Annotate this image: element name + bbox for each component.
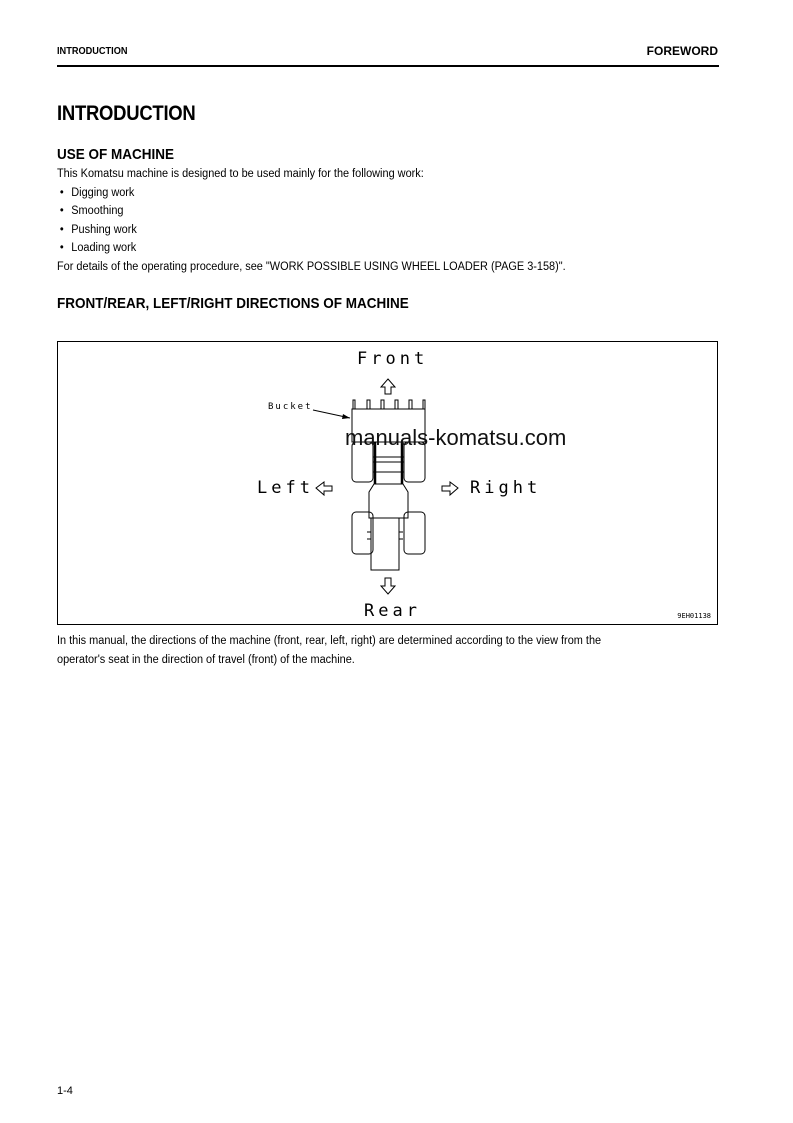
use-of-machine-section: This Komatsu machine is designed to be u… bbox=[57, 165, 566, 276]
list-item: Digging work bbox=[57, 184, 566, 203]
use-intro-text: This Komatsu machine is designed to be u… bbox=[57, 168, 424, 180]
direction-figure: Front Rear Left Right Bucket 9EH01138 bbox=[57, 341, 718, 625]
header-rule bbox=[57, 65, 719, 67]
caption-line-1: In this manual, the directions of the ma… bbox=[57, 635, 602, 647]
list-item: Loading work bbox=[57, 239, 566, 258]
work-list: Digging work Smoothing Pushing work Load… bbox=[57, 184, 566, 258]
watermark-text: manuals-komatsu.com bbox=[345, 425, 567, 450]
list-item: Smoothing bbox=[57, 202, 566, 221]
header-section-right: FOREWORD bbox=[646, 44, 718, 58]
page-title: INTRODUCTION bbox=[57, 102, 196, 125]
caption-line-2: operator's seat in the direction of trav… bbox=[57, 653, 355, 666]
wheel-loader-diagram bbox=[312, 378, 459, 595]
front-label: Front bbox=[357, 349, 429, 369]
rear-label: Rear bbox=[364, 601, 421, 621]
directions-heading: FRONT/REAR, LEFT/RIGHT DIRECTIONS OF MAC… bbox=[57, 295, 409, 312]
directions-caption: In this manual, the directions of the ma… bbox=[57, 632, 601, 669]
header-section-left: INTRODUCTION bbox=[57, 46, 128, 57]
figure-code: 9EH01138 bbox=[677, 612, 711, 620]
list-item: Pushing work bbox=[57, 221, 566, 240]
left-label: Left bbox=[257, 478, 314, 498]
procedure-reference-link[interactable]: For details of the operating procedure, … bbox=[57, 260, 566, 273]
right-label: Right bbox=[470, 478, 542, 498]
use-of-machine-heading: USE OF MACHINE bbox=[57, 146, 175, 163]
bucket-label: Bucket bbox=[268, 402, 313, 412]
page-number: 1-4 bbox=[57, 1085, 73, 1097]
